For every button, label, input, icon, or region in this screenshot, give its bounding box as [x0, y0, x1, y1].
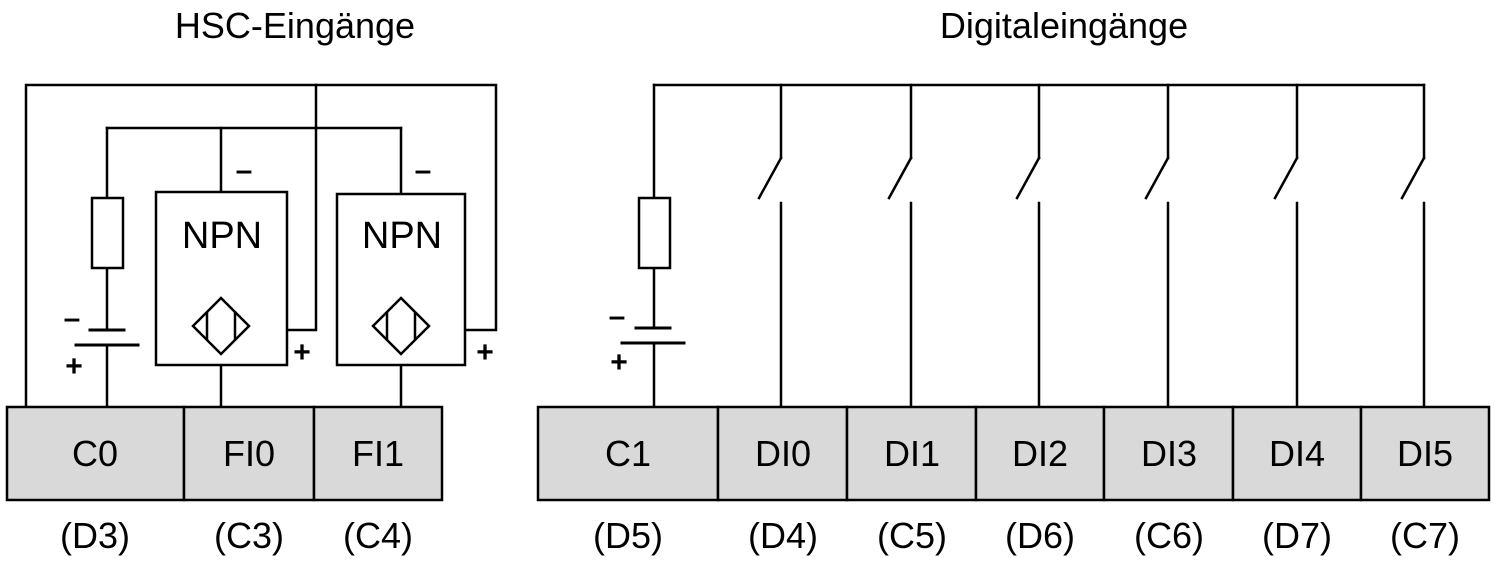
- digital-battery-minus: –: [609, 300, 626, 333]
- terminal-di5: [1359, 405, 1491, 502]
- hsc-battery-minus: –: [64, 302, 81, 335]
- terminal-fi1-label: FI1: [352, 433, 404, 474]
- hsc-sensor-2-plus: +: [476, 336, 494, 369]
- terminal-fi0-pin: (C3): [214, 515, 284, 556]
- hsc-wiring: [24, 83, 498, 409]
- digital-wiring: [652, 83, 1426, 409]
- terminal-di0-label: DI0: [755, 433, 811, 474]
- hsc-sensor-2: [335, 192, 467, 367]
- terminal-c1: [536, 405, 720, 502]
- hsc-battery-plus: +: [65, 350, 83, 383]
- terminal-di1-label: DI1: [884, 433, 940, 474]
- terminal-fi1-pin: (C4): [343, 515, 413, 556]
- proximity-sensor-icon: [191, 296, 251, 356]
- digital-title: Digitaleingänge: [940, 5, 1188, 46]
- terminal-di1-pin: (C5): [877, 515, 947, 556]
- terminal-c0-label: C0: [72, 433, 118, 474]
- terminal-di4: [1231, 405, 1363, 502]
- terminal-di2: [974, 405, 1106, 502]
- terminal-fi0: [182, 405, 316, 502]
- digital-terminal-block: [536, 405, 1491, 502]
- hsc-sensor-1-type: NPN: [182, 215, 262, 257]
- terminal-di0-pin: (D4): [748, 515, 818, 556]
- terminal-di3: [1102, 405, 1235, 502]
- terminal-di4-pin: (D7): [1262, 515, 1332, 556]
- terminal-di2-pin: (D6): [1005, 515, 1075, 556]
- hsc-sensor-1-plus: +: [293, 336, 311, 369]
- terminal-di5-pin: (C7): [1390, 515, 1460, 556]
- terminal-di2-label: DI2: [1012, 433, 1068, 474]
- terminal-fi1: [312, 405, 444, 502]
- terminal-c1-label: C1: [605, 433, 651, 474]
- terminal-di1: [845, 405, 978, 502]
- hsc-sensor-2-type: NPN: [362, 215, 442, 257]
- digital-fuse: [637, 196, 672, 270]
- terminal-di0: [716, 405, 849, 502]
- hsc-title: HSC-Eingänge: [175, 5, 415, 46]
- digital-battery-plus: +: [610, 346, 628, 379]
- hsc-battery: [74, 328, 140, 347]
- terminal-di3-pin: (C6): [1134, 515, 1204, 556]
- hsc-sensor-2-minus: –: [415, 154, 432, 187]
- hsc-sensor-1: [154, 190, 289, 367]
- hsc-terminal-block: [5, 405, 444, 502]
- terminal-di5-label: DI5: [1397, 433, 1453, 474]
- terminal-di4-label: DI4: [1269, 433, 1325, 474]
- terminal-fi0-label: FI0: [223, 433, 275, 474]
- terminal-di3-label: DI3: [1141, 433, 1197, 474]
- hsc-sensor-1-minus: –: [236, 154, 253, 187]
- proximity-sensor-icon: [371, 296, 431, 356]
- hsc-fuse: [90, 196, 125, 270]
- digital-battery: [620, 326, 686, 345]
- terminal-c0-pin: (D3): [60, 515, 130, 556]
- terminal-c1-pin: (D5): [593, 515, 663, 556]
